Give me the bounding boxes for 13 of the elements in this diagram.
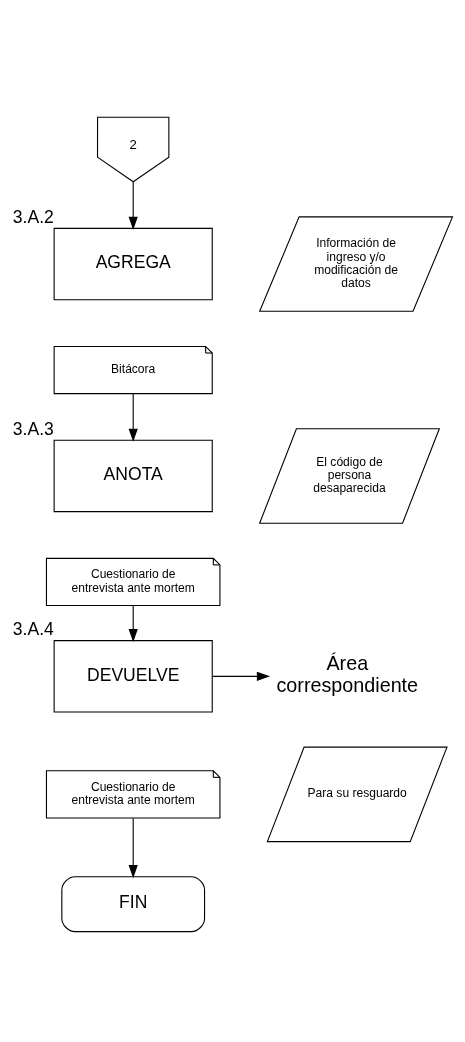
node-box: AGREGA (53, 227, 213, 301)
node-label: 3.A.3 (12, 418, 54, 439)
node-label: 3.A.4 (12, 618, 54, 639)
node-box: FIN (61, 876, 206, 933)
arrow (128, 393, 138, 442)
node-box: ANOTA (53, 439, 213, 513)
node-box: DEVUELVE (53, 640, 213, 713)
arrow (128, 605, 138, 643)
node-label: 3.A.2 (12, 206, 54, 227)
arrow (128, 181, 138, 230)
node-text: Área correspondiente (276, 652, 419, 697)
arrow (128, 817, 138, 879)
arrow (212, 671, 271, 681)
